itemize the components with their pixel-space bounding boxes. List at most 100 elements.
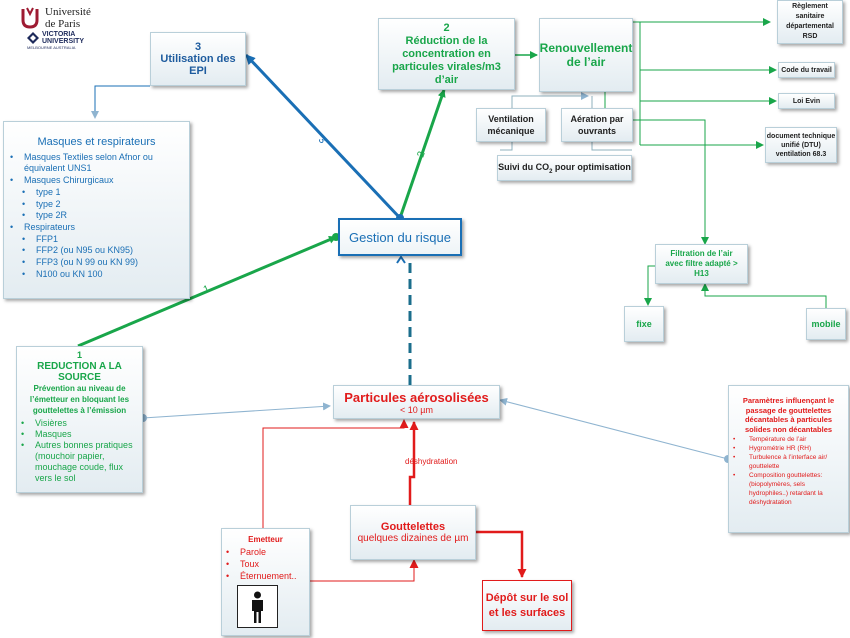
suivi-co2-subscript: 2 — [549, 168, 553, 175]
edge-epi-to-masques — [91, 85, 150, 119]
masques-item: équivalent UNS1 — [24, 163, 92, 174]
masques-item: type 1 — [6, 187, 187, 199]
edge-label-2: 2 — [415, 150, 427, 159]
loi-evin-text: Loi Evin — [792, 97, 821, 105]
reglement-line4: RSD — [802, 33, 818, 40]
node-ventilation-mecanique[interactable]: Ventilation mécanique — [476, 108, 546, 142]
paris-logo-mark — [21, 7, 39, 29]
person-icon — [237, 585, 278, 628]
particules-title: Particules aérosolisées — [344, 389, 489, 405]
masques-item: Masques Textiles selon Afnor ou — [6, 152, 187, 164]
node-gestion-risque[interactable]: Gestion du risque — [338, 218, 462, 256]
node-mobile[interactable]: mobile — [806, 308, 846, 340]
epi-number: 3 — [194, 41, 202, 53]
gouttelettes-subtitle: quelques dizaines de µm — [357, 533, 469, 544]
source-item: mouchage coude, flux — [35, 462, 124, 472]
victoria-university-logo: VICTORIA UNIVERSITY MELBOURNE AUSTRALIA — [27, 31, 107, 51]
source-header: 1 REDUCTION A LA SOURCE Prévention au ni… — [17, 350, 142, 416]
parametres-item: Turbulence à l’interface air/ — [731, 453, 846, 462]
epi-title: Utilisation des EPI — [160, 53, 236, 77]
victoria-logo-line2: UNIVERSITY — [42, 38, 85, 45]
parametres-item: (biopolymères, sels — [749, 481, 805, 488]
source-item: (mouchoir papier, — [35, 451, 105, 461]
parametres-item: gouttelette — [749, 463, 780, 470]
edges-renouvellement-to-references — [604, 18, 777, 245]
parametres-header: Paramètres influençant le passage de gou… — [731, 396, 846, 434]
edge-source-to-particules — [139, 402, 331, 422]
node-loi-evin[interactable]: Loi Evin — [778, 93, 835, 109]
edge-gestion-to-reduction-viral — [398, 89, 446, 219]
node-aeration-ouvrants[interactable]: Aération par ouvrants — [561, 108, 633, 142]
gestion-text: Gestion du risque — [349, 229, 451, 245]
masques-list: Masques Textiles selon Afnor ouéquivalen… — [6, 152, 187, 281]
source-desc3: gouttelettes à l’émission — [32, 406, 127, 415]
parametres-line3: décantables à particules — [744, 415, 833, 424]
filtration-line2: avec filtre adapté > — [665, 259, 738, 268]
node-filtration-air[interactable]: Filtration de l’air avec filtre adapté >… — [655, 244, 748, 284]
edge-label-dehydration: déshydratation — [405, 457, 458, 466]
masques-item: type 2R — [6, 210, 187, 222]
node-emetteur[interactable]: Emetteur ParoleTouxÉternuement.. — [221, 528, 310, 636]
node-code-travail[interactable]: Code du travail — [778, 62, 835, 78]
parametres-line2: passage de gouttelettes — [745, 405, 832, 415]
renouvellement-line1: Renouvellement — [539, 41, 633, 55]
particules-subtitle: < 10 µm — [400, 404, 433, 415]
parametres-item: Température de l’air — [731, 435, 846, 444]
parametres-item: Composition gouttelettes: — [731, 471, 846, 480]
edge-gouttelettes-dehydration — [408, 421, 419, 505]
suivi-co2-prefix: Suivi du CO — [498, 161, 550, 172]
node-dtu[interactable]: document technique unifié (DTU) ventilat… — [765, 127, 837, 163]
edge-particules-to-gestion — [396, 255, 412, 385]
reglement-line3: départemental — [786, 23, 834, 30]
node-utilisation-epi[interactable]: 3 Utilisation des EPI — [150, 32, 246, 86]
edge-label-3: 3 — [316, 135, 328, 147]
node-suivi-co2[interactable]: Suivi du CO2 pour optimisation — [497, 155, 632, 181]
reduction-viral-number: 2 — [443, 21, 450, 34]
node-particules-aerosolisees[interactable]: Particules aérosolisées < 10 µm — [333, 385, 500, 419]
masques-item: FFP2 (ou N95 ou KN95) — [6, 245, 187, 257]
source-desc1: Prévention au niveau de — [33, 384, 126, 393]
edge-emetteur-to-particules — [262, 419, 409, 528]
edge-gestion-to-epi — [244, 53, 402, 220]
victoria-logo-line3: MELBOURNE AUSTRALIA — [27, 45, 76, 50]
filtration-line3: H13 — [694, 269, 709, 278]
masques-title: Masques et respirateurs — [37, 136, 156, 148]
node-reduction-concentration[interactable]: 2 Réduction de la concentration en parti… — [378, 18, 515, 90]
code-travail-text: Code du travail — [781, 66, 832, 74]
dtu-line1: document technique — [766, 132, 836, 140]
reduction-viral-line2: concentration en — [402, 47, 491, 60]
emetteur-list: ParoleTouxÉternuement.. — [222, 546, 309, 582]
masques-item: Respirateurs — [6, 222, 187, 234]
masques-item: FFP3 (ou N 99 ou KN 99) — [6, 257, 187, 269]
filtration-line1: Filtration de l’air — [670, 249, 733, 258]
source-number: 1 — [76, 350, 82, 360]
node-renouvellement-air[interactable]: Renouvellement de l’air — [539, 18, 633, 92]
emetteur-item: Toux — [222, 558, 309, 570]
depot-line2: et les surfaces — [488, 606, 566, 619]
dtu-line3: ventilation 68.3 — [775, 150, 827, 158]
parametres-item: hydrophiles..) retardant la — [749, 490, 823, 497]
source-line2: SOURCE — [58, 372, 101, 383]
fixe-text: fixe — [636, 319, 652, 329]
ventilation-line1: Ventilation — [488, 114, 534, 124]
masques-item: Masques Chirurgicaux — [6, 175, 187, 187]
node-parametres[interactable]: Paramètres influençant le passage de gou… — [728, 385, 849, 533]
parametres-line4: solides non décantables — [744, 424, 833, 434]
edge-parametres-to-particules — [499, 397, 732, 463]
masques-item: N100 ou KN 100 — [6, 269, 187, 281]
parametres-list: Température de l’airHygrométrie HR (RH)T… — [731, 435, 846, 507]
source-desc2: l’émetteur en bloquant les — [29, 395, 130, 404]
parametres-item: Hygrométrie HR (RH) — [731, 444, 846, 453]
suivi-co2-text: Suivi du CO2 pour optimisation — [498, 162, 631, 175]
node-fixe[interactable]: fixe — [624, 306, 664, 342]
node-gouttelettes[interactable]: Gouttelettes quelques dizaines de µm — [350, 505, 476, 560]
node-reduction-source[interactable]: 1 REDUCTION A LA SOURCE Prévention au ni… — [16, 346, 143, 493]
node-masques-respirateurs[interactable]: Masques et respirateurs Masques Textiles… — [3, 121, 190, 299]
gouttelettes-title: Gouttelettes — [380, 521, 446, 533]
edge-label-1: 1 — [202, 283, 212, 295]
node-depot-surfaces[interactable]: Dépôt sur le sol et les surfaces — [482, 580, 572, 631]
node-reglement-sanitaire[interactable]: Règlement sanitaire départemental RSD — [777, 0, 843, 44]
suivi-co2-suffix: pour optimisation — [552, 161, 631, 172]
source-item: Visières — [17, 418, 142, 429]
